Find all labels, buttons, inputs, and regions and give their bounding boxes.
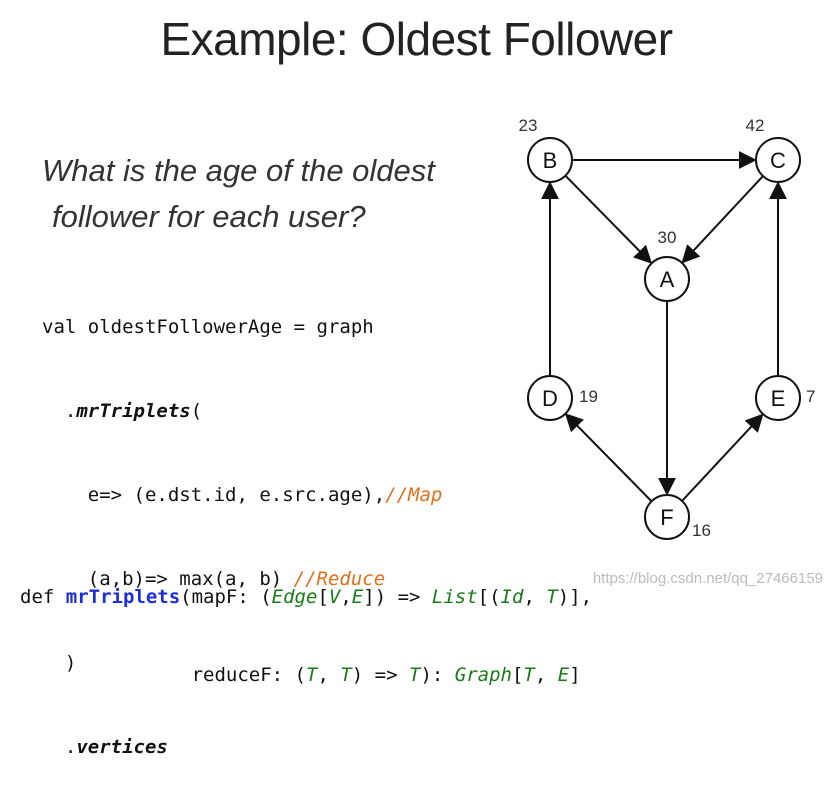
node-age-label: 16 [692, 521, 711, 540]
edge-F-to-E [681, 413, 764, 502]
node-D: D 19 [527, 375, 598, 421]
node-circle [527, 375, 573, 421]
function-signature: def mrTriplets(mapF: (Edge[V,E]) => List… [20, 532, 592, 714]
code-line-2: .mrTriplets( [42, 397, 442, 425]
sig-text: ]) => [363, 586, 432, 608]
node-label: E [771, 386, 786, 411]
code-text: . [42, 400, 77, 422]
node-label: F [660, 505, 673, 530]
node-age-label: 23 [519, 116, 538, 135]
node-label: A [660, 267, 675, 292]
sig-type: Id [500, 586, 524, 608]
node-age-label: 30 [658, 228, 677, 247]
sig-type: V [328, 586, 341, 608]
signature-line-1: def mrTriplets(mapF: (Edge[V,E]) => List… [20, 584, 592, 610]
edge-F-to-D [564, 413, 653, 503]
sig-text: , [534, 664, 558, 686]
sig-type: Edge [271, 586, 318, 608]
sig-text: [( [477, 586, 501, 608]
node-circle [644, 494, 690, 540]
code-method: mrTriplets [76, 400, 191, 422]
code-text: ( [190, 400, 203, 422]
node-circle [644, 256, 690, 302]
signature-line-2: reduceF: (T, T) => T): Graph[T, E] [20, 662, 592, 688]
sig-text: ): [420, 664, 455, 686]
node-age-label: 7 [806, 387, 815, 406]
node-C: C 42 [746, 116, 801, 183]
node-F: F 16 [644, 494, 711, 540]
sig-type: Graph [454, 664, 512, 686]
sig-text: [ [511, 664, 524, 686]
sig-text: reduceF: ( [20, 664, 306, 686]
code-comment: //Reduce [293, 568, 386, 590]
node-age-label: 42 [746, 116, 765, 135]
code-line-1: val oldestFollowerAge = graph [42, 313, 442, 341]
code-text: . [42, 736, 77, 758]
sig-type: T [408, 664, 421, 686]
code-comment: //Map [385, 484, 443, 506]
slide-title: Example: Oldest Follower [160, 13, 673, 65]
node-A: A 30 [644, 228, 690, 302]
node-label: D [542, 386, 558, 411]
question-text: What is the age of the oldest follower f… [42, 148, 482, 240]
node-label: C [770, 148, 786, 173]
code-line-3: e=> (e.dst.id, e.src.age),//Map [42, 481, 443, 509]
sig-text: ] [569, 664, 581, 686]
sig-text: (mapF: ( [180, 586, 272, 608]
sig-type: T [305, 664, 318, 686]
sig-text: , [317, 664, 341, 686]
node-circle [755, 137, 801, 183]
code-text: (a,b)=> max(a, b) [42, 568, 294, 590]
sig-text: , [523, 586, 547, 608]
question-line-2: follower for each user? [52, 199, 366, 234]
edge-C-to-A [681, 175, 764, 264]
code-text: val oldestFollowerAge = graph [42, 316, 374, 338]
code-line-6: .vertices [42, 733, 442, 761]
sig-text: )], [557, 586, 593, 608]
sig-type: E [557, 664, 570, 686]
sig-keyword: def [20, 586, 66, 608]
question-line-1: What is the age of the oldest [42, 153, 435, 188]
watermark: https://blog.csdn.net/qq_27466159 [592, 570, 823, 587]
node-circle [755, 375, 801, 421]
sig-function-name: mrTriplets [65, 586, 181, 608]
sig-type: T [546, 586, 558, 608]
node-age-label: 19 [579, 387, 598, 406]
sig-type: T [523, 664, 535, 686]
code-line-4: (a,b)=> max(a, b) //Reduce [42, 565, 442, 593]
node-label: B [543, 148, 558, 173]
sig-type: List [431, 586, 478, 608]
sig-type: T [340, 664, 352, 686]
sig-type: E [351, 586, 364, 608]
sig-text: [ [317, 586, 329, 608]
edge-B-to-A [564, 174, 653, 264]
graph-edges [541, 151, 787, 503]
sig-text: ) => [351, 664, 409, 686]
node-B: B 23 [519, 116, 573, 183]
node-circle [527, 137, 573, 183]
code-text: e=> (e.dst.id, e.src.age), [42, 484, 386, 506]
code-method: vertices [76, 736, 168, 758]
sig-text: , [340, 586, 352, 608]
